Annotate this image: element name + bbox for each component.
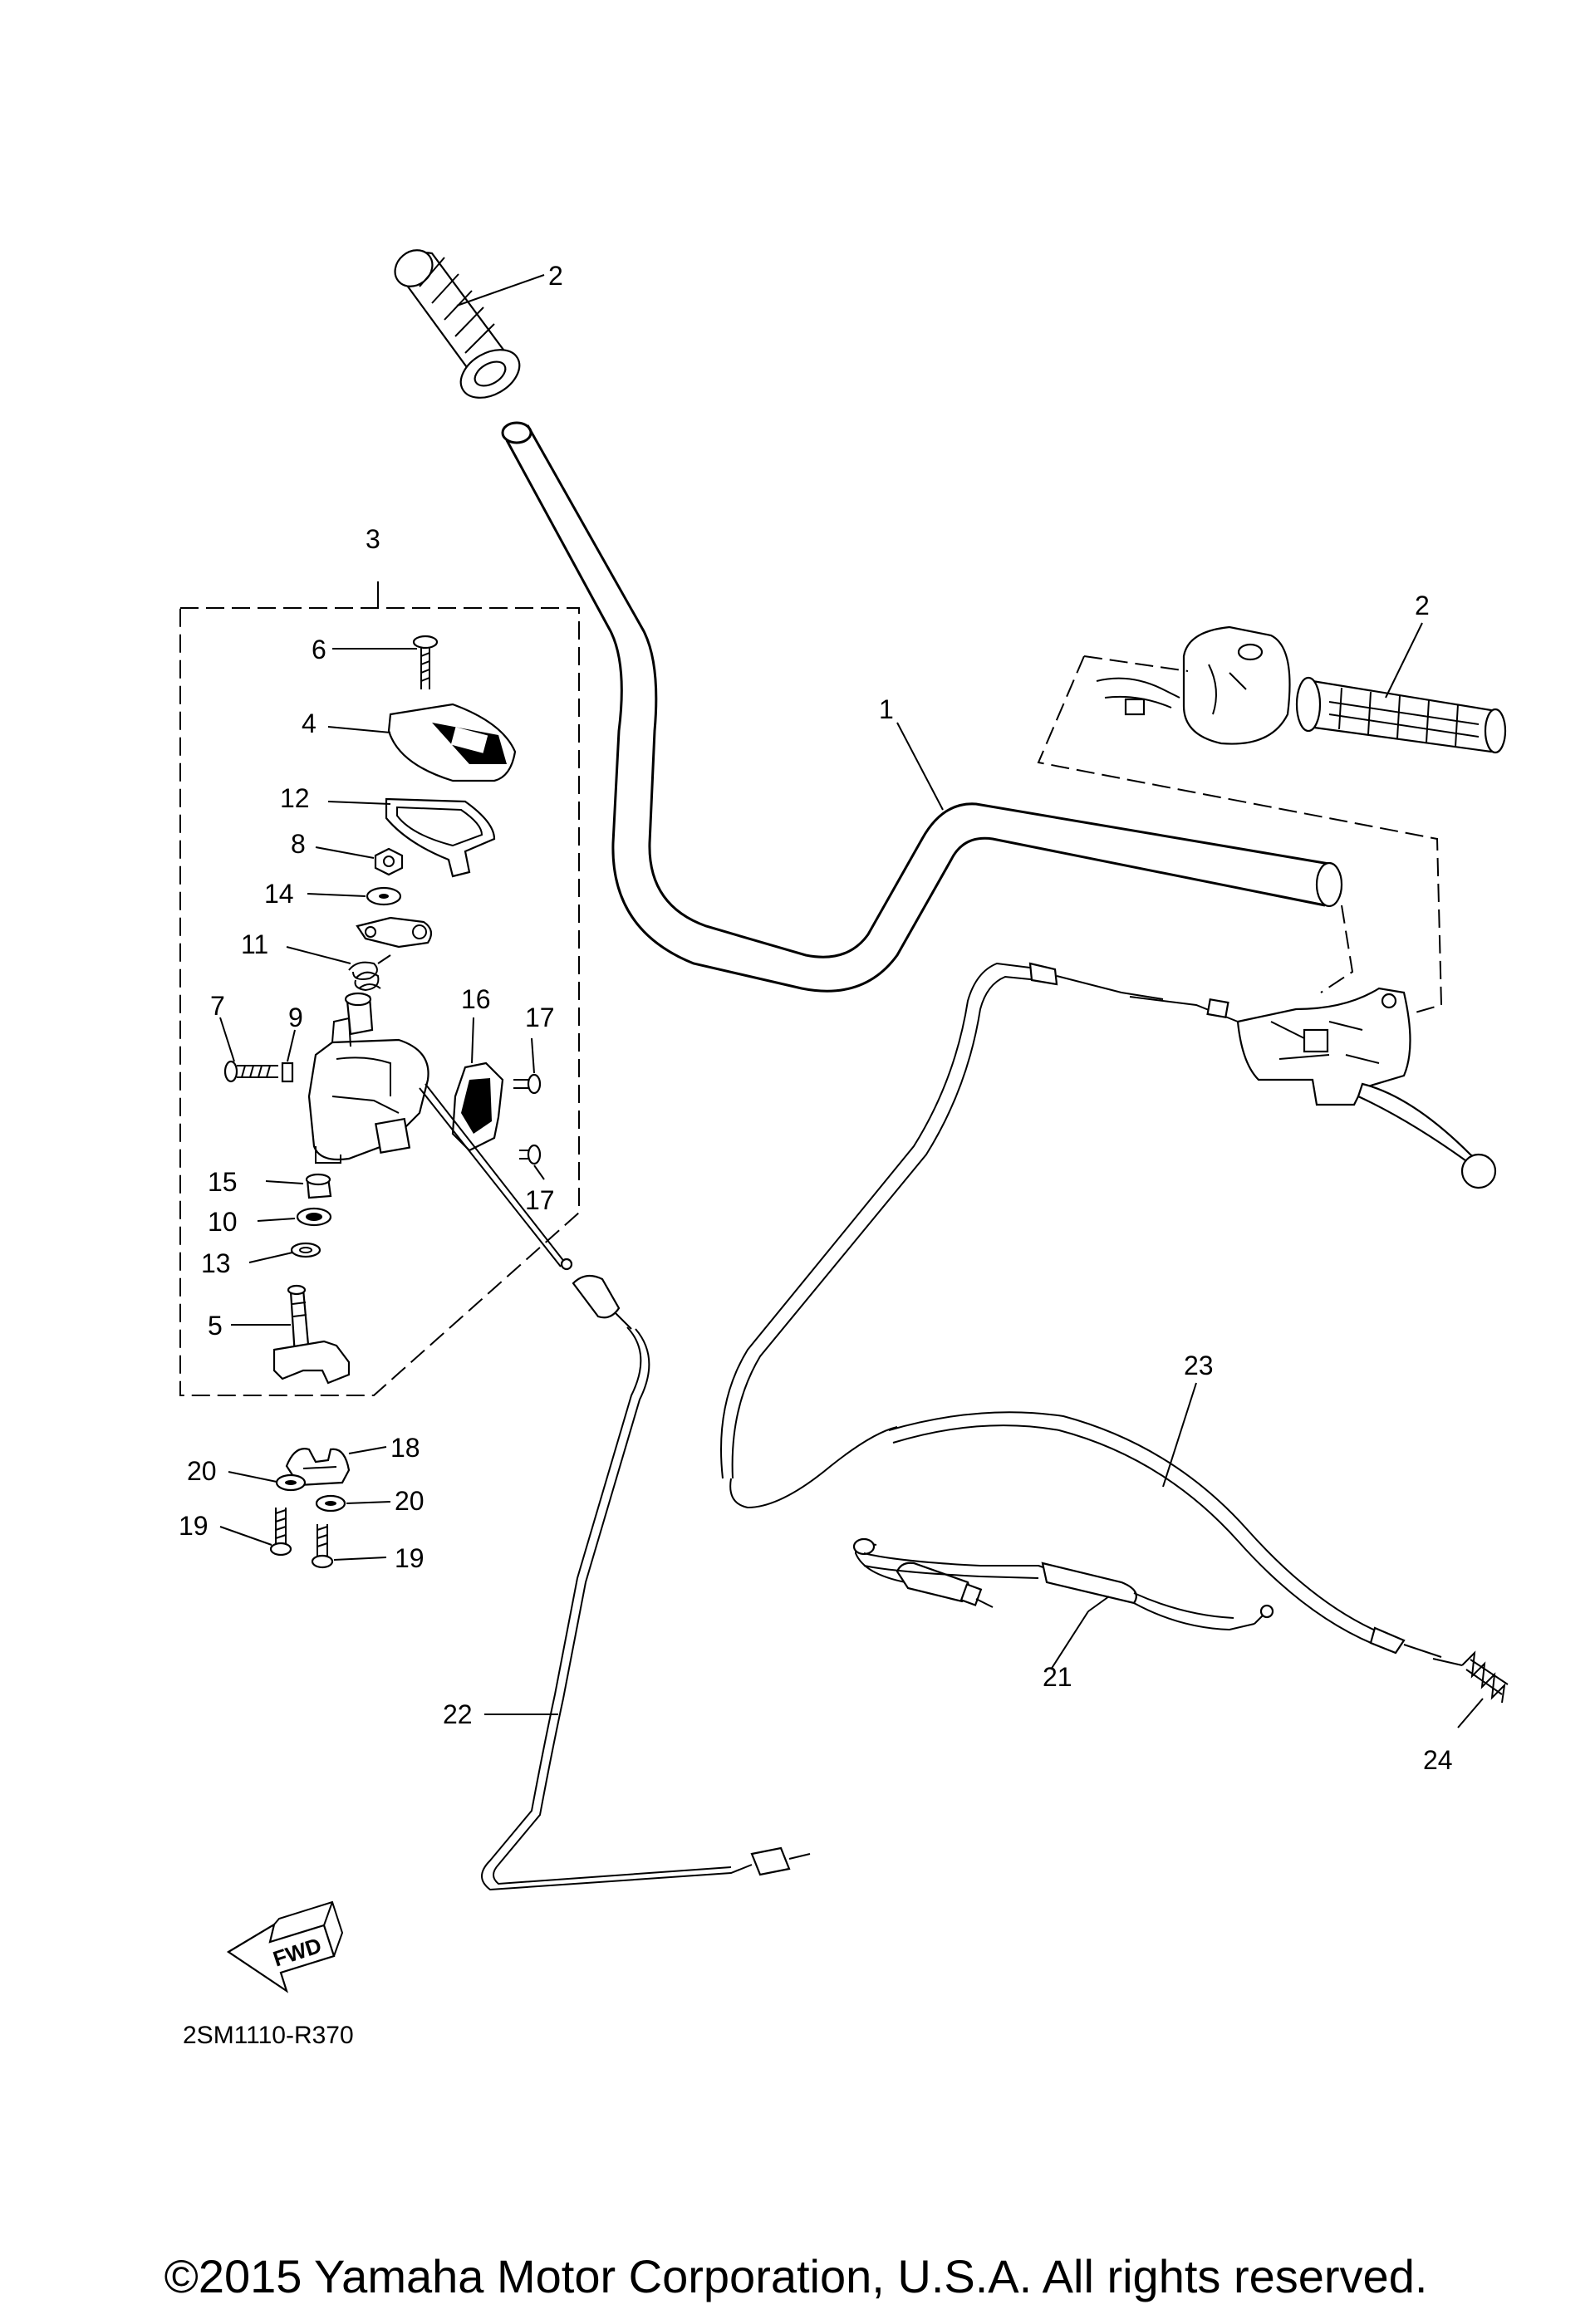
return-spring-11 xyxy=(348,954,391,992)
bolt-19-left xyxy=(269,1508,292,1557)
leader-lines xyxy=(219,274,1484,1728)
cover-16 xyxy=(451,1061,504,1152)
bolt-19-right xyxy=(311,1524,334,1569)
lever-cable xyxy=(720,962,1164,1509)
callout-labels: 1 2 2 3 4 5 6 7 8 9 10 11 12 13 14 15 16… xyxy=(179,261,1453,1775)
screw-6 xyxy=(412,635,439,689)
right-lever-assembly xyxy=(1129,987,1497,1189)
throttle-cable xyxy=(419,1083,811,1891)
callout-10: 10 xyxy=(208,1207,238,1237)
callout-3: 3 xyxy=(366,524,380,554)
throttle-cover-4 xyxy=(387,703,517,782)
washer-20-left xyxy=(275,1473,307,1492)
callout-5: 5 xyxy=(208,1311,223,1341)
pin-9 xyxy=(281,1061,294,1083)
copyright-notice: ©2015 Yamaha Motor Corporation, U.S.A. A… xyxy=(164,2250,1428,2302)
sleeve-bushing xyxy=(344,992,374,1036)
left-grip xyxy=(394,249,521,399)
callout-16: 16 xyxy=(461,984,491,1014)
throttle-assembly-box xyxy=(179,607,580,1396)
throttle-lever-plate xyxy=(356,916,433,949)
callout-9: 9 xyxy=(288,1003,303,1032)
diagram-code: 2SM1110-R370 xyxy=(183,2022,354,2049)
callout-1: 1 xyxy=(879,694,894,724)
screw-17-upper xyxy=(513,1073,542,1095)
callout-22: 22 xyxy=(443,1699,473,1729)
callout-18: 18 xyxy=(390,1433,420,1463)
callout-19-right: 19 xyxy=(395,1543,425,1573)
callout-23: 23 xyxy=(1184,1351,1214,1380)
callout-20-right: 20 xyxy=(395,1486,425,1516)
callout-20-left: 20 xyxy=(187,1456,217,1486)
right-assembly-guides xyxy=(1037,655,1443,1014)
screw-7 xyxy=(223,1060,278,1083)
callout-6: 6 xyxy=(312,635,326,664)
callout-11: 11 xyxy=(241,929,268,959)
spring-24 xyxy=(1432,1650,1509,1704)
throttle-housing xyxy=(307,1017,429,1164)
callout-4: 4 xyxy=(302,708,317,738)
cable-23 xyxy=(888,1411,1442,1658)
callout-2-right-grip: 2 xyxy=(1415,591,1430,620)
callout-19-left: 19 xyxy=(179,1511,209,1541)
right-grip xyxy=(1295,676,1507,754)
washer-14 xyxy=(366,886,402,906)
callout-17-lower: 17 xyxy=(525,1185,555,1215)
forward-direction-arrow-icon: FWD xyxy=(226,1900,344,1993)
callout-17-upper: 17 xyxy=(525,1003,555,1032)
callout-2-left-grip: 2 xyxy=(548,261,563,291)
callout-15: 15 xyxy=(208,1167,238,1197)
nut-8 xyxy=(374,847,404,876)
callout-24: 24 xyxy=(1423,1745,1453,1775)
washer-10 xyxy=(296,1207,332,1227)
callout-12: 12 xyxy=(280,783,310,813)
washer-20-right xyxy=(315,1494,346,1513)
cover-gasket-12 xyxy=(385,797,496,878)
right-switch-housing xyxy=(1096,625,1291,745)
seal-15 xyxy=(305,1173,332,1199)
callout-8: 8 xyxy=(291,829,306,859)
clamp-18 xyxy=(285,1448,351,1487)
cable-21 xyxy=(852,1537,1274,1631)
callout-21: 21 xyxy=(1043,1662,1072,1692)
screw-17-lower xyxy=(519,1144,542,1165)
handlebar xyxy=(501,421,1343,993)
callout-7: 7 xyxy=(210,991,225,1021)
callout-14: 14 xyxy=(264,879,294,909)
washer-13 xyxy=(290,1242,321,1258)
callout-13: 13 xyxy=(201,1248,231,1278)
lever-shaft-5 xyxy=(272,1284,351,1385)
